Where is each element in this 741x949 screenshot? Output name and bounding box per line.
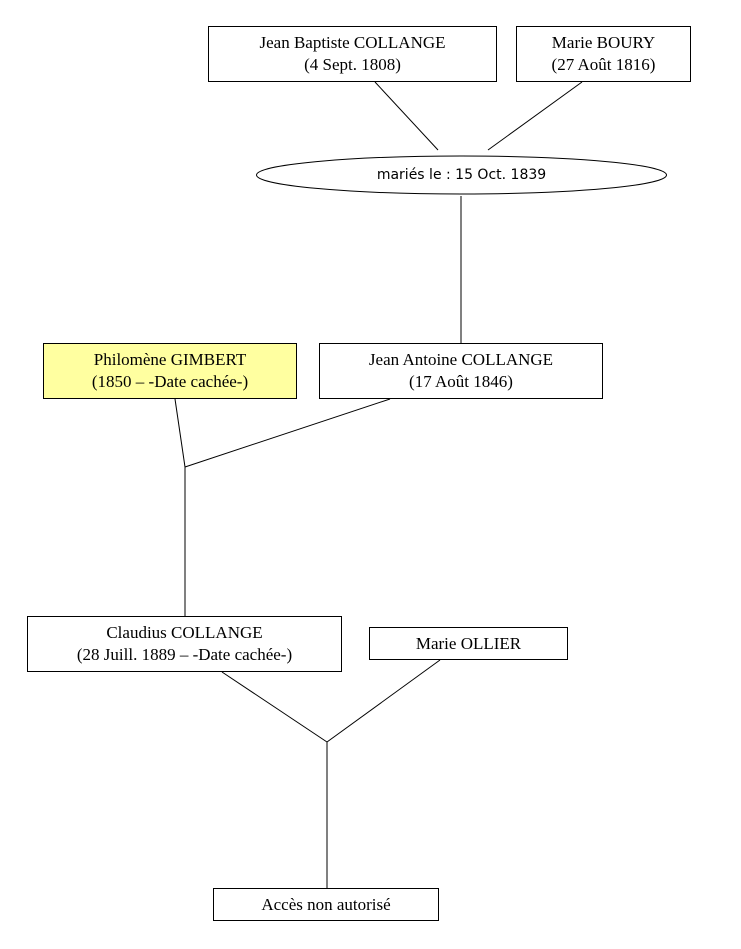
- person-name: Marie BOURY: [551, 33, 656, 52]
- person-box-jean-baptiste-collange[interactable]: Jean Baptiste COLLANGE (4 Sept. 1808): [208, 26, 497, 82]
- person-dates: (17 Août 1846): [409, 372, 513, 391]
- link-jean-antoine-to-junction: [184, 398, 391, 468]
- marriage-text: mariés le : 15 Oct. 1839: [376, 167, 547, 183]
- person-box-marie-boury[interactable]: Marie BOURY (27 Août 1816): [516, 26, 691, 82]
- link-marie-ollier-to-junction: [326, 659, 441, 743]
- person-box-acces-non-autorise[interactable]: Accès non autorisé: [213, 888, 439, 921]
- person-name: Jean Baptiste COLLANGE: [259, 33, 446, 52]
- person-dates: (28 Juill. 1889 – -Date cachée-): [76, 645, 293, 664]
- link-marie-boury-to-marriage: [487, 81, 583, 151]
- person-dates: (4 Sept. 1808): [304, 55, 401, 74]
- person-name: Marie OLLIER: [415, 633, 522, 653]
- marriage-label: mariés le : 15 Oct. 1839: [256, 156, 667, 194]
- link-jean-baptiste-to-marriage: [374, 81, 439, 151]
- person-dates: (1850 – -Date cachée-): [91, 372, 249, 391]
- person-box-jean-antoine-collange[interactable]: Jean Antoine COLLANGE (17 Août 1846): [319, 343, 603, 399]
- person-name: Philomène GIMBERT: [93, 350, 247, 369]
- person-box-philomene-gimbert[interactable]: Philomène GIMBERT (1850 – -Date cachée-): [43, 343, 297, 399]
- person-dates: (27 Août 1816): [551, 55, 656, 74]
- person-box-marie-ollier[interactable]: Marie OLLIER: [369, 627, 568, 660]
- link-philomene-to-junction: [174, 398, 186, 468]
- person-name: Claudius COLLANGE: [106, 623, 263, 642]
- restricted-access-label: Accès non autorisé: [261, 894, 391, 914]
- marriage-ellipse: [256, 155, 667, 195]
- link-claudius-to-junction: [221, 671, 328, 743]
- person-box-claudius-collange[interactable]: Claudius COLLANGE (28 Juill. 1889 – -Dat…: [27, 616, 342, 672]
- person-name: Jean Antoine COLLANGE: [368, 350, 554, 369]
